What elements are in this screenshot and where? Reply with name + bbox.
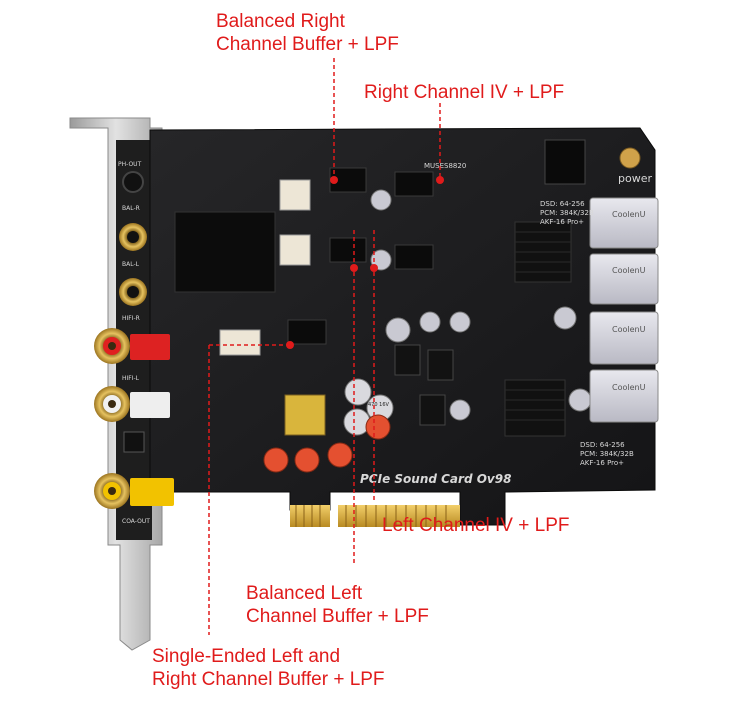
callout-single-ended: Single-Ended Left and Right Channel Buff… (152, 645, 385, 691)
callout-balanced-right: Balanced Right Channel Buffer + LPF (216, 10, 399, 56)
svg-text:CoolenU: CoolenU (612, 325, 646, 334)
svg-text:DSD: 64-256: DSD: 64-256 (580, 441, 625, 449)
regulators (394, 344, 454, 426)
heatsinks (504, 221, 572, 437)
pcie-edge-connector (290, 505, 460, 527)
callout-single-ended-line1: Single-Ended Left and (152, 646, 341, 667)
svg-text:CoolenU: CoolenU (612, 383, 646, 392)
board-model-label: PCIe Sound Card Ov98 (360, 472, 511, 486)
callout-single-ended-line2: Right Channel Buffer + LPF (152, 669, 385, 690)
callout-balanced-left-line2: Channel Buffer + LPF (246, 606, 429, 627)
svg-text:AKF-16 Pro+: AKF-16 Pro+ (540, 218, 584, 226)
svg-text:DSD: 64-256: DSD: 64-256 (540, 200, 585, 208)
board-power-label: power (618, 172, 652, 185)
callout-balanced-left-line1: Balanced Left (246, 583, 363, 604)
annotation-dots (286, 176, 444, 349)
pci-bracket (69, 117, 163, 651)
callout-left-iv-line1: Left Channel IV + LPF (382, 515, 570, 536)
svg-text:PCM: 384K/32B: PCM: 384K/32B (540, 209, 594, 217)
svg-text:AKF-16 Pro+: AKF-16 Pro+ (580, 459, 624, 467)
callout-right-iv: Right Channel IV + LPF (364, 81, 564, 104)
svg-text:CoolenU: CoolenU (612, 266, 646, 275)
relays: CoolenU CoolenU CoolenU CoolenU (589, 197, 659, 423)
svg-text:CoolenU: CoolenU (612, 210, 646, 219)
svg-text:PH-OUT: PH-OUT (118, 161, 142, 168)
svg-text:HIFI-L: HIFI-L (122, 375, 140, 382)
callout-balanced-right-line2: Channel Buffer + LPF (216, 34, 399, 55)
callout-balanced-right-line1: Balanced Right (216, 11, 345, 32)
callout-left-iv: Left Channel IV + LPF (382, 514, 569, 537)
callout-right-iv-line1: Right Channel IV + LPF (364, 82, 565, 103)
svg-text:HIFI-R: HIFI-R (122, 315, 140, 322)
svg-text:COA-OUT: COA-OUT (122, 518, 150, 525)
svg-text:BAL-L: BAL-L (122, 261, 140, 268)
svg-text:MUSES8820: MUSES8820 (424, 162, 466, 170)
header-pins (544, 139, 586, 185)
svg-text:BAL-R: BAL-R (122, 205, 140, 212)
rca-connectors (94, 328, 174, 509)
svg-text:PCM: 384K/32B: PCM: 384K/32B (580, 450, 634, 458)
annotation-markers (208, 58, 441, 635)
bracket-jacks (119, 171, 147, 453)
small-components (219, 179, 326, 436)
opamp-chips (287, 167, 434, 345)
headphone-jack-block (174, 211, 276, 293)
callout-balanced-left: Balanced Left Channel Buffer + LPF (246, 582, 429, 628)
board-silkscreen: PCIe Sound Card Ov98 power MUSES8820 DSD… (118, 161, 652, 525)
svg-text:470 16V: 470 16V (368, 402, 389, 408)
